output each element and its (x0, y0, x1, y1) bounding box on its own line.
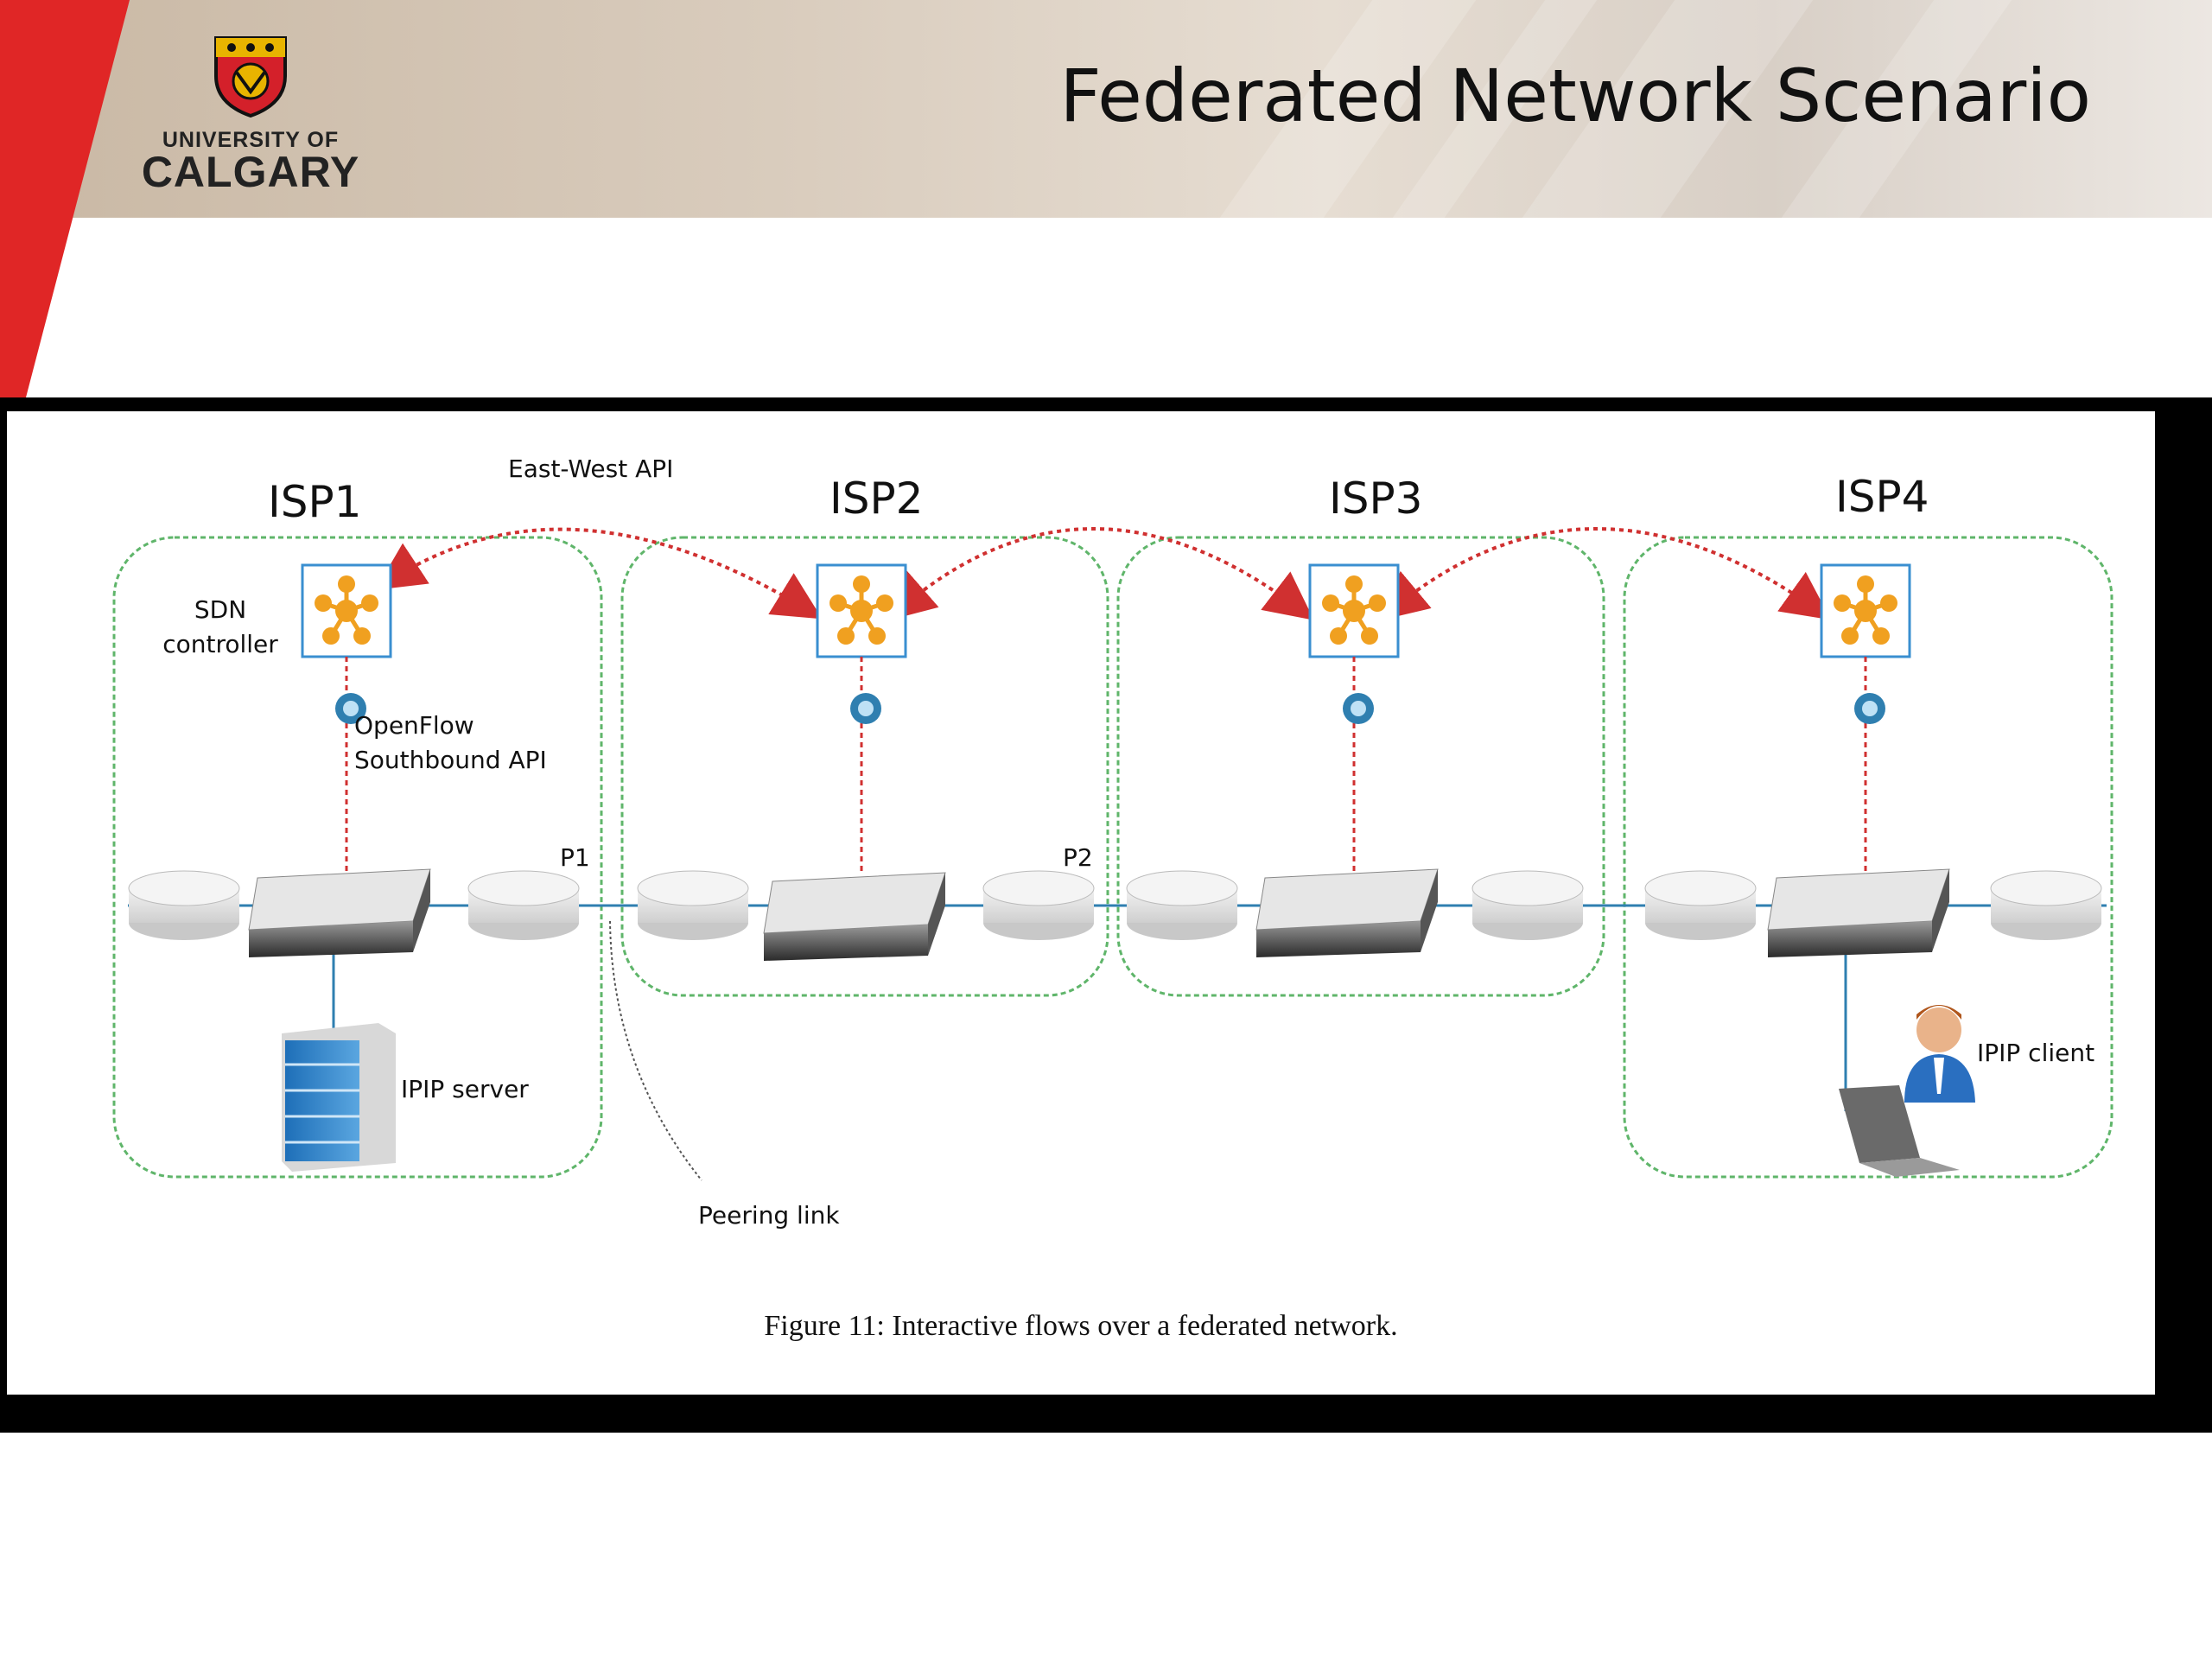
east-west-arrow-3 (1378, 527, 1832, 621)
isp3-label: ISP3 (1329, 474, 1423, 524)
slide-header (0, 0, 2212, 218)
isp1-domain (112, 536, 603, 1179)
p1-label: P1 (560, 843, 590, 872)
router-icon (128, 870, 240, 940)
sdn-controller-label: SDN controller (162, 595, 278, 658)
sdn-controller-isp3 (1308, 563, 1400, 658)
openflow-icon (335, 693, 366, 724)
east-west-api-label: East-West API (508, 454, 674, 483)
client-label: IPIP client (1977, 1039, 2095, 1067)
p2-label: P2 (1063, 843, 1093, 872)
isp4-domain (1623, 536, 2113, 1179)
sdn-controller-isp4 (1820, 563, 1911, 658)
east-west-arrow-2 (886, 527, 1314, 621)
openflow-label: OpenFlow Southbound API (354, 711, 547, 774)
network-diagram (112, 527, 2113, 1181)
switch-icon (1767, 868, 1950, 957)
router-icon (467, 870, 580, 940)
router-icon (637, 870, 749, 940)
router-icon (1126, 870, 1238, 940)
figure-caption: Figure 11: Interactive flows over a fede… (764, 1310, 1398, 1342)
server-icon (282, 1023, 396, 1172)
router-icon (1990, 870, 2102, 940)
crest-icon (214, 36, 287, 118)
university-logo: UNIVERSITY OF CALGARY (138, 31, 363, 196)
isp2-domain (620, 536, 1109, 997)
openflow-icon (850, 693, 881, 724)
peering-pointer (609, 920, 702, 1181)
red-accent-band (0, 0, 130, 397)
sdn-controller-isp1 (301, 563, 392, 658)
switch-icon (1255, 868, 1439, 957)
switch-icon (248, 868, 431, 957)
east-west-arrow-1 (375, 527, 823, 620)
isp4-label: ISP4 (1835, 472, 1929, 522)
router-icon (982, 870, 1095, 940)
network-figure: ISP1 ISP2 ISP3 ISP4 East-West API SDN co… (7, 411, 2155, 1395)
client-user-icon (1839, 1005, 1975, 1177)
server-label: IPIP server (401, 1075, 529, 1103)
router-icon (1644, 870, 1757, 940)
logo-line-2: CALGARY (141, 148, 360, 196)
openflow-icon (1343, 693, 1374, 724)
isp1-label: ISP1 (268, 477, 362, 527)
router-icon (1471, 870, 1584, 940)
isp2-label: ISP2 (830, 474, 924, 524)
logo-line-1: UNIVERSITY OF (162, 128, 340, 152)
switch-icon (763, 872, 946, 961)
openflow-icon (1854, 693, 1885, 724)
peering-link-label: Peering link (698, 1201, 840, 1230)
isp3-domain (1116, 536, 1605, 997)
page-title: Federated Network Scenario (1059, 54, 2091, 138)
sdn-controller-isp2 (816, 563, 907, 658)
